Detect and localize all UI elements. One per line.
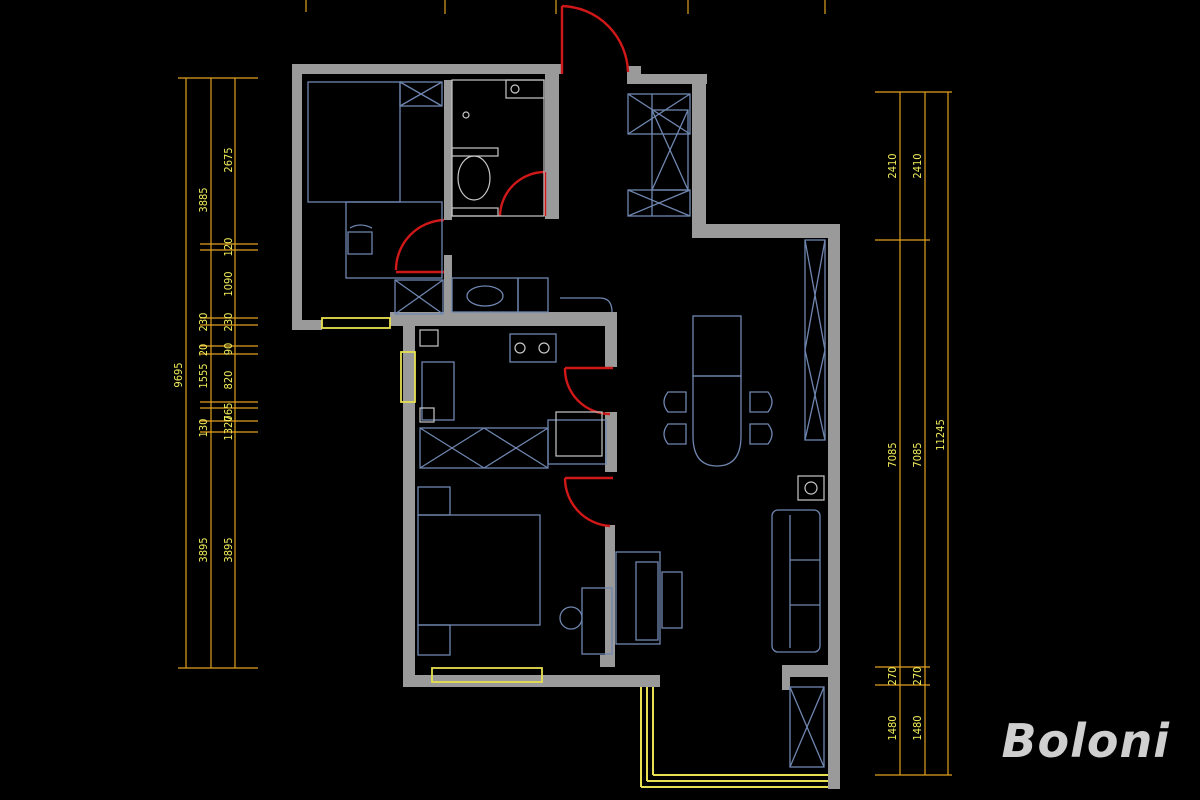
dim-right-middle: 7085 <box>886 442 899 467</box>
dim-left-seg-5: 1555 <box>197 363 210 388</box>
dim-right-upper: 2410 <box>886 153 899 178</box>
dim-left-seg-8: 20 <box>197 344 210 357</box>
dim-left-seg-6: 90 <box>222 343 235 356</box>
dim-right-upper-b: 2410 <box>911 153 924 178</box>
dim-left-lower-b: 3895 <box>222 537 235 562</box>
doors <box>394 4 630 528</box>
left-dimension-labels: 9695 3885 3895 3895 2675 120 1090 230 23… <box>172 147 235 562</box>
dim-right-overall: 11245 <box>934 419 947 450</box>
dim-right-middle-b: 7085 <box>911 442 924 467</box>
dim-left-seg-11: 1320 <box>222 415 235 440</box>
dim-left-seg-0: 2675 <box>222 147 235 172</box>
dim-left-seg-7: 820 <box>222 371 235 390</box>
dim-left-seg-9: 130 <box>197 419 210 438</box>
dim-right-bottom-b: 1480 <box>911 715 924 740</box>
dim-right-small-b: 270 <box>911 667 924 686</box>
top-dimension-ticks <box>305 0 826 14</box>
furniture <box>307 81 826 768</box>
bathroom-fixtures <box>419 79 825 501</box>
dim-left-upper: 3885 <box>197 187 210 212</box>
dim-left-seg-4: 230 <box>222 313 235 332</box>
right-dimension-lines <box>875 91 952 776</box>
walls <box>292 64 840 789</box>
dim-left-seg-3: 230 <box>197 313 210 332</box>
balcony-window <box>640 687 828 788</box>
dim-left-overall: 9695 <box>172 362 185 387</box>
dim-left-seg-2: 1090 <box>222 271 235 296</box>
dim-left-seg-10: 765 <box>222 403 235 422</box>
dim-right-small: 270 <box>886 667 899 686</box>
left-dimension-lines <box>178 77 258 669</box>
boloni-logo: Boloni <box>1001 714 1170 768</box>
windows <box>321 317 543 683</box>
dim-right-bottom: 1480 <box>886 715 899 740</box>
dim-left-lower: 3895 <box>197 537 210 562</box>
dim-left-seg-1: 120 <box>222 238 235 257</box>
right-dimension-labels: 2410 2410 7085 7085 11245 270 270 1480 1… <box>886 153 947 740</box>
